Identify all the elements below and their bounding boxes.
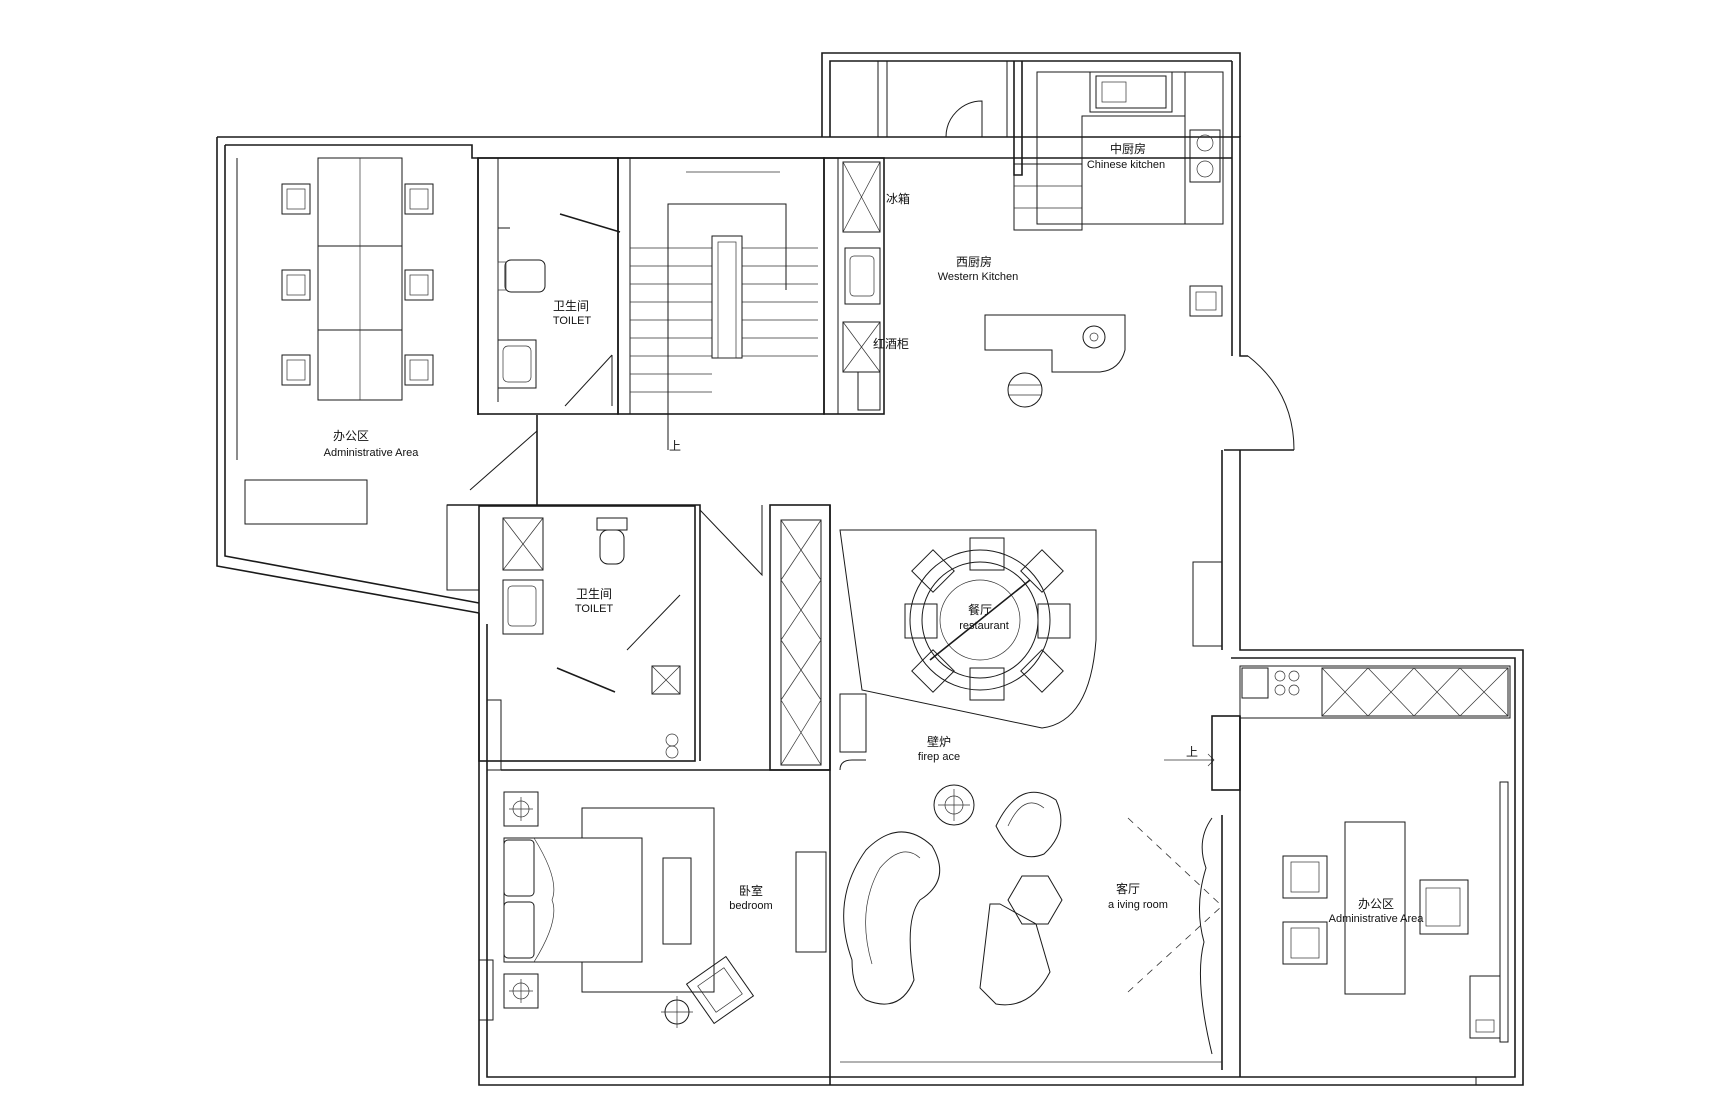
chair-icon xyxy=(911,549,955,593)
stove-icon xyxy=(1189,129,1221,183)
bar-stool-icon xyxy=(1007,372,1043,408)
living-room-en: a iving room xyxy=(1108,899,1168,911)
bedroom-cn: 卧室 xyxy=(739,883,763,898)
floor-lamp-icon xyxy=(661,996,693,1028)
stove-icon xyxy=(1241,667,1300,699)
tv-cabinet xyxy=(795,851,827,953)
living-room-cn: 客厅 xyxy=(1116,881,1140,896)
toilet-top-cn: 卫生间 xyxy=(553,299,589,313)
bedside-lamp-icon xyxy=(503,791,539,827)
chair-icon xyxy=(404,183,434,215)
chinese-kitchen-en: Chinese kitchen xyxy=(1087,159,1165,171)
toilet-top-en: TOILET xyxy=(553,315,592,327)
office-left: 办公区 Administrative Area xyxy=(244,157,479,525)
sink-icon xyxy=(1095,75,1167,109)
armchair-icon xyxy=(995,791,1062,858)
toilet-mid: 卫生间 TOILET xyxy=(478,505,696,762)
chair-icon xyxy=(969,667,1005,701)
chair-icon xyxy=(404,269,434,301)
sink-icon xyxy=(844,247,881,305)
toilet-top: 卫生间 TOILET xyxy=(477,157,621,415)
chair-icon xyxy=(281,183,311,215)
chair-icon xyxy=(1037,603,1071,639)
staircase: 上 xyxy=(617,157,825,453)
bedside-lamp-icon xyxy=(503,973,539,1009)
sofa-icon xyxy=(843,831,941,1005)
restaurant-en: restaurant xyxy=(959,620,1009,632)
trash-bin-icon xyxy=(1189,285,1223,317)
restaurant-cn: 餐厅 xyxy=(968,602,992,617)
coffee-table-icon xyxy=(979,875,1063,1006)
office-right-en: Administrative Area xyxy=(1329,913,1425,925)
chair-icon xyxy=(1282,921,1328,965)
fireplace-en: firep ace xyxy=(918,751,960,763)
toilet-mid-en: TOILET xyxy=(575,603,614,615)
side-table-icon xyxy=(933,784,975,826)
chair-icon xyxy=(281,269,311,301)
bed-icon xyxy=(503,807,715,993)
step-up-label: 上 xyxy=(1186,745,1198,759)
toilet-icon xyxy=(596,517,628,565)
office-right-cn: 办公区 xyxy=(1358,896,1394,911)
chair-icon xyxy=(1282,855,1328,899)
fireplace-cn: 壁炉 xyxy=(927,734,951,749)
chinese-kitchen: 中厨房 Chinese kitchen xyxy=(1036,71,1224,225)
kitchen-cabinets: 冰箱 红酒柜 xyxy=(823,157,910,415)
fridge-label: 冰箱 xyxy=(886,191,910,206)
armchair-icon xyxy=(685,955,755,1025)
chair-icon xyxy=(1419,879,1469,935)
office-left-en: Administrative Area xyxy=(324,447,420,459)
chair-icon xyxy=(404,354,434,386)
bedroom: 卧室 bedroom xyxy=(478,699,830,1028)
chair-icon xyxy=(904,603,938,639)
restaurant: 餐厅 restaurant xyxy=(839,529,1097,729)
western-kitchen-en: Western Kitchen xyxy=(938,271,1019,283)
island-counter xyxy=(984,314,1126,373)
sink-icon xyxy=(502,579,544,635)
sink-icon xyxy=(497,339,537,389)
bench xyxy=(662,857,692,945)
chinese-kitchen-cn: 中厨房 xyxy=(1110,141,1146,156)
office-right: 办公区 Administrative Area xyxy=(1211,665,1511,1085)
wine-cabinet-label: 红酒柜 xyxy=(873,336,909,351)
chair-icon xyxy=(1020,549,1064,593)
chair-icon xyxy=(969,537,1005,571)
desk xyxy=(1344,821,1406,995)
toilet-icon xyxy=(497,259,546,293)
toilet-mid-cn: 卫生间 xyxy=(576,587,612,601)
western-kitchen-cn: 西厨房 xyxy=(956,254,992,269)
stairs-up-label: 上 xyxy=(669,439,681,453)
chair-icon xyxy=(1020,649,1064,693)
chair-icon xyxy=(911,649,955,693)
bedroom-en: bedroom xyxy=(729,900,772,912)
living-room: 壁炉 firep ace 客厅 a iving room 上 xyxy=(839,450,1223,1070)
fireplace xyxy=(839,693,867,753)
office-left-cn: 办公区 xyxy=(333,428,369,443)
chair-icon xyxy=(281,354,311,386)
western-kitchen: 西厨房 Western Kitchen xyxy=(938,100,1295,451)
